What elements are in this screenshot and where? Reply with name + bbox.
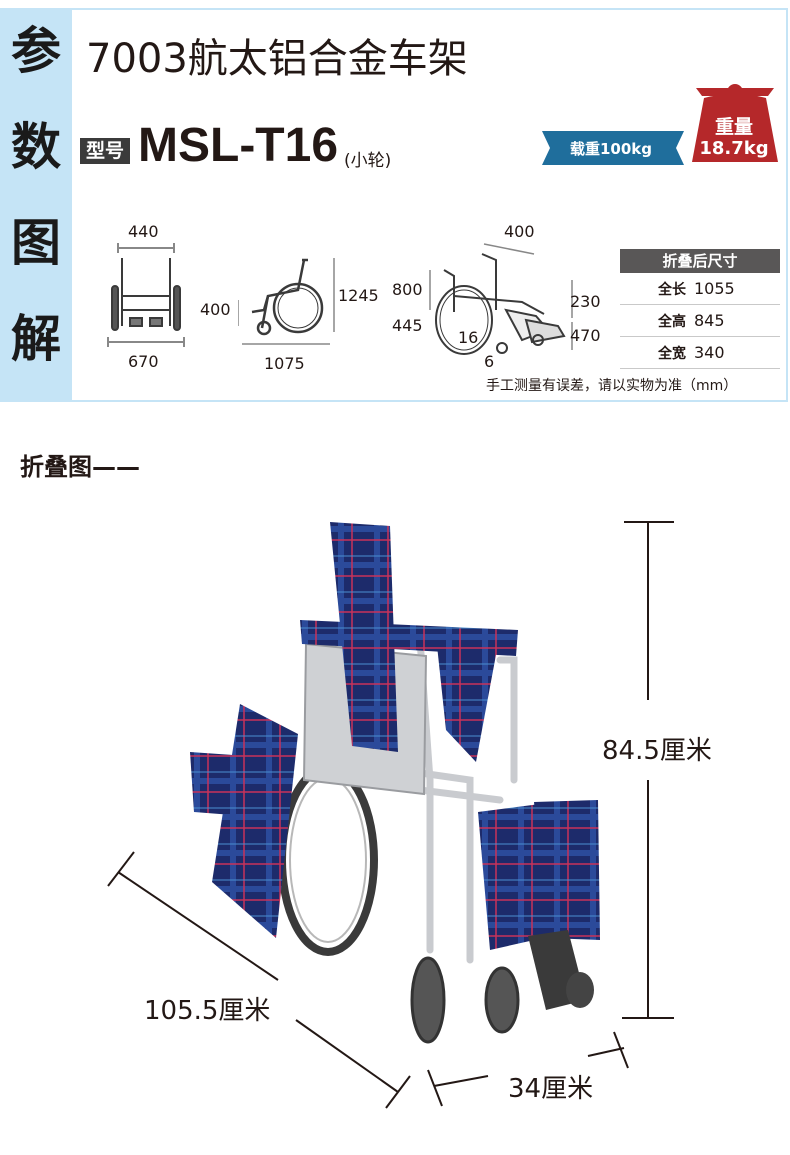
- fold-width-label: 34厘米: [508, 1074, 594, 1104]
- side-view-diagram: [238, 258, 335, 345]
- side-title-char: 解: [11, 310, 61, 368]
- fold-section-title: 折叠图——: [20, 453, 140, 481]
- folded-size-header: 折叠后尺寸: [620, 249, 780, 273]
- dim-iso-bottom: 6: [484, 352, 495, 371]
- folded-size-key: 全高: [658, 313, 686, 330]
- fold-height-label: 84.5厘米: [602, 736, 712, 766]
- dim-iso-wheel: 16: [458, 328, 479, 347]
- product-title: 7003航太铝合金车架: [86, 36, 468, 82]
- isometric-view-diagram: [429, 243, 573, 355]
- side-title-char: 参: [11, 22, 61, 80]
- table-row: 全长 1055: [620, 273, 780, 305]
- front-view-diagram: [107, 243, 185, 347]
- dim-iso-left-lower: 445: [392, 316, 423, 335]
- table-row: 全宽 340: [620, 337, 780, 369]
- folded-size-value: 845: [694, 311, 725, 330]
- dim-side-height-left: 400: [200, 300, 231, 319]
- model-note: (小轮): [344, 151, 392, 171]
- weight-badge-icon: [692, 84, 778, 162]
- dim-iso-top: 400: [504, 222, 535, 241]
- weight-label: 重量: [714, 116, 753, 138]
- dim-iso-right-upper: 230: [570, 292, 601, 311]
- table-row: 全高 845: [620, 305, 780, 337]
- panel-border: [72, 8, 788, 402]
- load-ribbon-icon: [542, 131, 684, 165]
- folded-size-table: 折叠后尺寸 全长 1055 全高 845 全宽 340: [620, 249, 780, 369]
- folded-size-value: 340: [694, 343, 725, 362]
- dim-front-width-top: 440: [128, 222, 159, 241]
- weight-value: 18.7kg: [699, 138, 769, 159]
- load-capacity-label: 载重100kg: [569, 140, 653, 158]
- dim-side-height-right: 1245: [338, 286, 379, 305]
- folded-wheelchair-illustration: [107, 521, 674, 1109]
- dim-iso-left-upper: 800: [392, 280, 423, 299]
- model-name: MSL-T16: [138, 119, 339, 172]
- folded-wheelchair-scene: 84.5厘米 105.5厘米 34厘米: [0, 480, 790, 1155]
- dim-iso-right-lower: 470: [570, 326, 601, 345]
- side-title-band: 参 数 图 解: [0, 8, 72, 402]
- fold-length-label: 105.5厘米: [144, 996, 271, 1026]
- folded-size-value: 1055: [694, 279, 735, 298]
- folded-size-key: 全宽: [658, 345, 686, 362]
- dim-front-width-bottom: 670: [128, 352, 159, 371]
- measure-note: 手工测量有误差，请以实物为准（mm）: [486, 378, 738, 394]
- model-tag: 型号: [80, 138, 130, 164]
- spec-panel: 参 数 图 解 7003航太铝合金车架 型号 MSL-T16 (小轮) 载重10…: [0, 0, 790, 404]
- side-title-char: 图: [11, 214, 61, 272]
- dim-side-length: 1075: [264, 354, 305, 373]
- side-title-char: 数: [11, 118, 61, 176]
- folded-size-key: 全长: [658, 281, 686, 298]
